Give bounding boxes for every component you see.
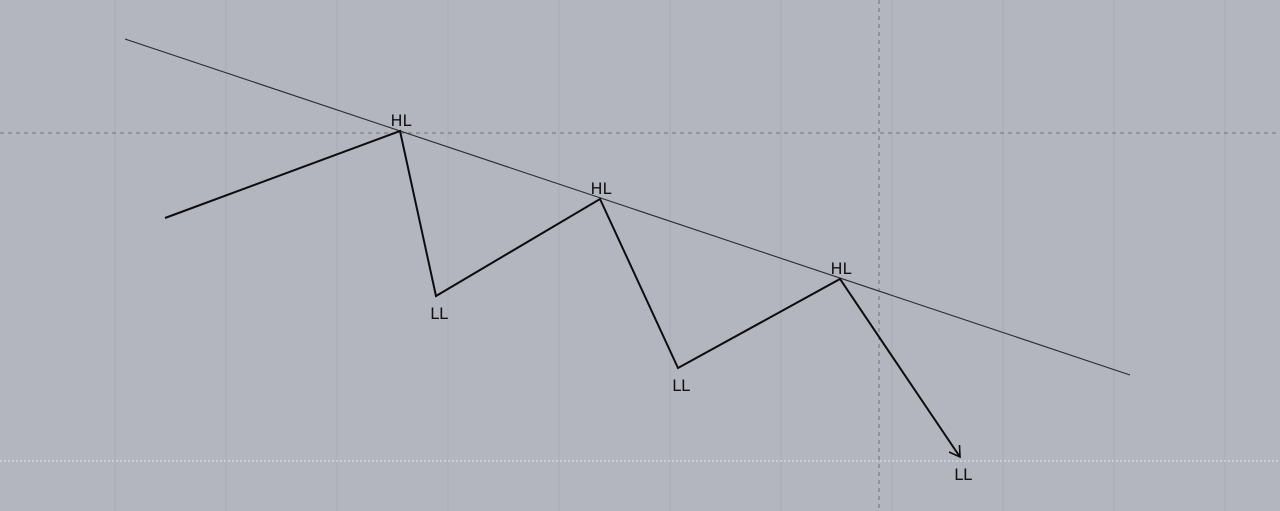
pivot-label-hl: HL [591,179,612,198]
pivot-label-ll: LL [954,465,972,484]
pivot-label-hl: HL [391,111,412,130]
arrow-head-icon [948,444,961,459]
pivot-labels: HL LL HL LL HL LL [391,111,972,484]
pivot-label-ll: LL [672,376,690,395]
pivot-label-ll: LL [430,304,448,323]
pivot-label-hl: HL [831,259,852,278]
price-swing-line[interactable] [164,129,961,458]
vertical-gridlines [114,0,1226,511]
descending-trendline[interactable] [124,38,1131,376]
